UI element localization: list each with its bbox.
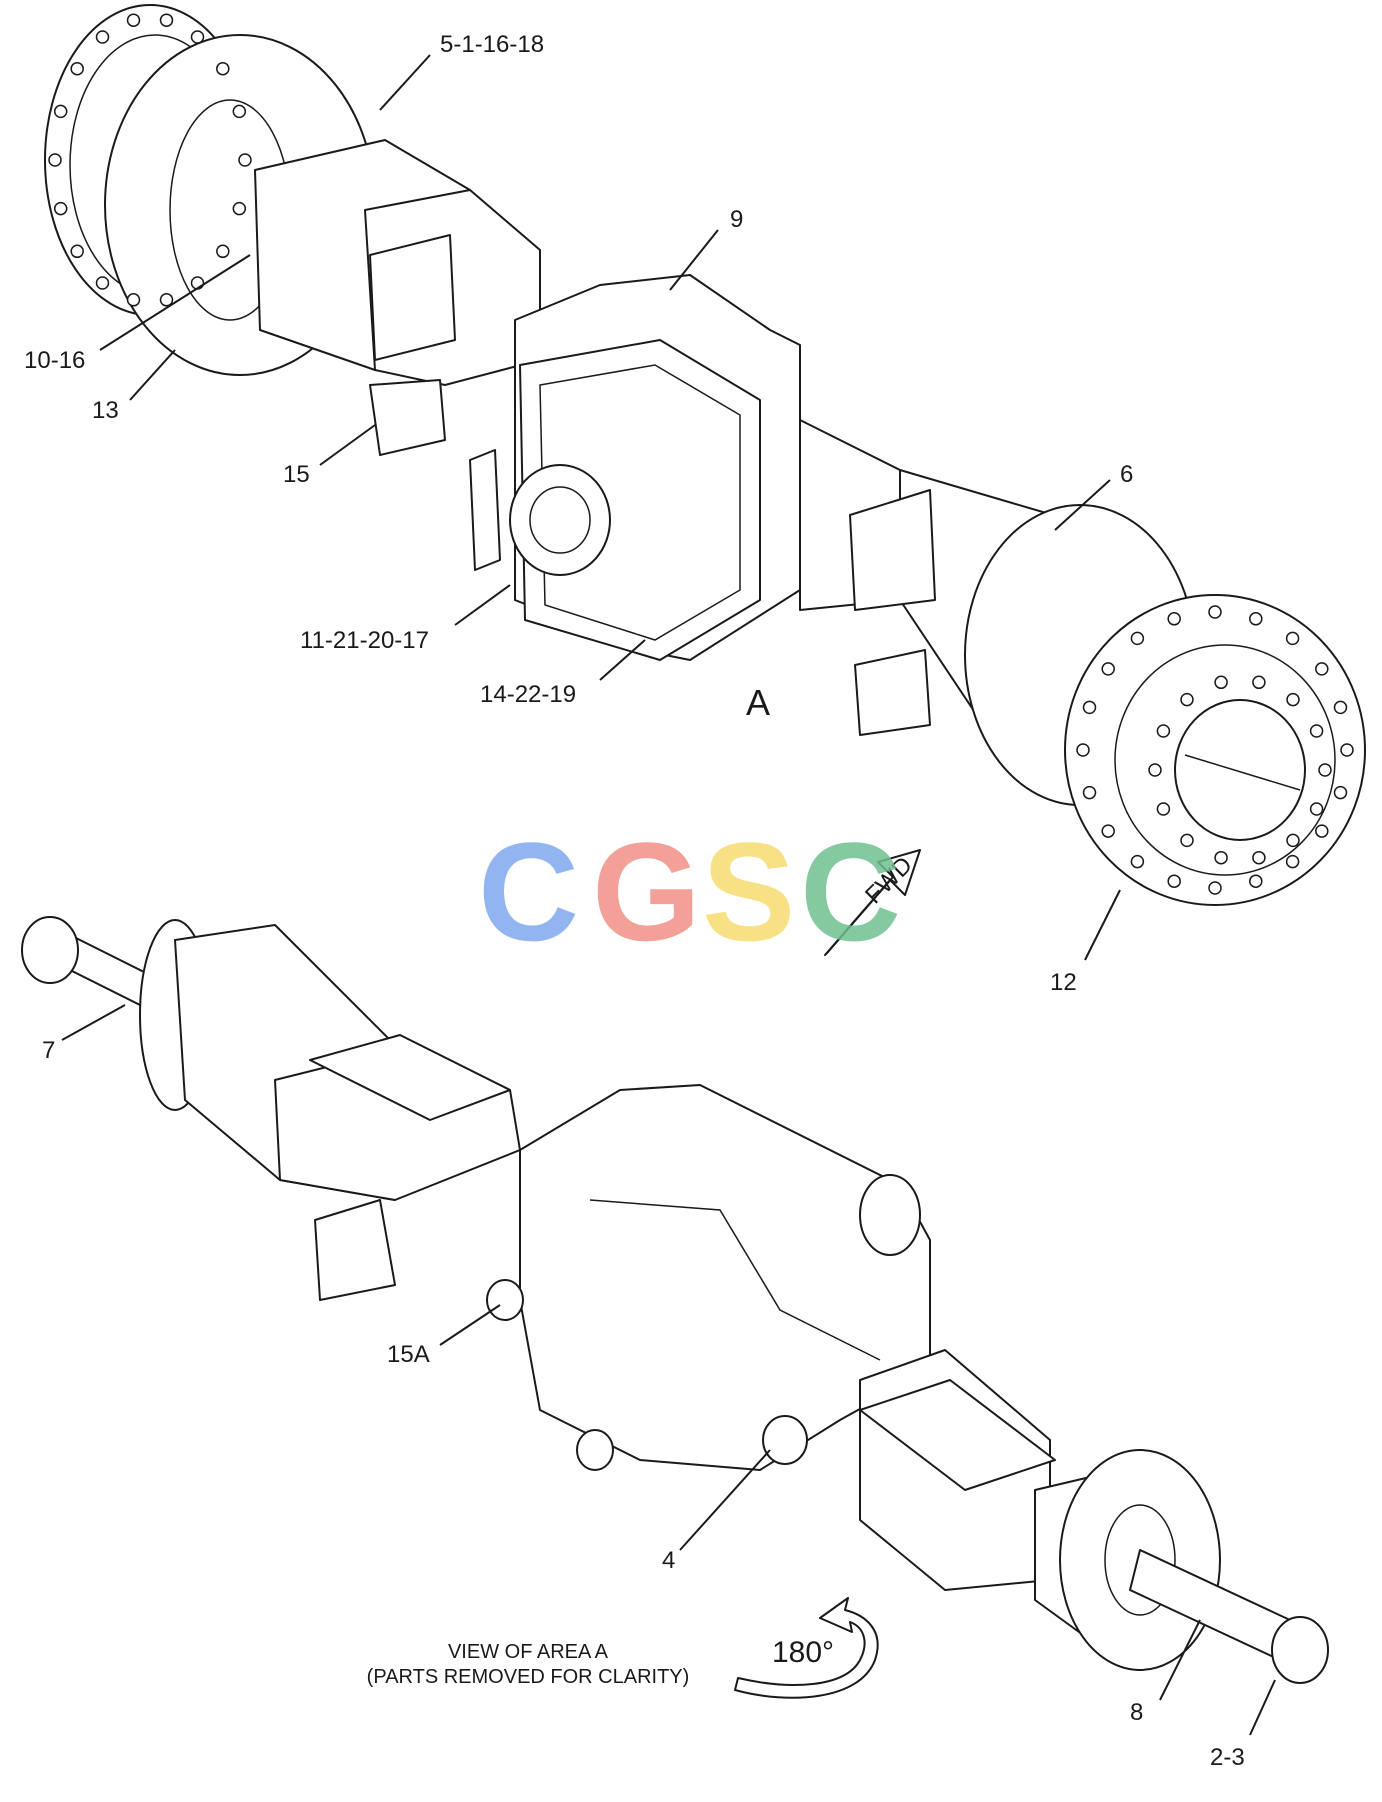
hub-bolt (1214, 675, 1228, 690)
hub-bolt (1214, 850, 1228, 865)
hub-bolt (1309, 802, 1324, 816)
hub-bolt (1286, 833, 1300, 848)
callout-12: 12 (1050, 969, 1077, 996)
drain-plug (762, 1415, 808, 1465)
rotate-arrow-icon (734, 1597, 879, 1699)
hub-bolt (1082, 700, 1097, 715)
differential-cover (519, 339, 761, 661)
breather (486, 1279, 524, 1321)
right-mount-pad (849, 489, 936, 611)
hub-bolt (1285, 631, 1300, 646)
hub-bolt (1180, 833, 1194, 848)
callout-7: 7 (42, 1037, 55, 1064)
hub-bolt (216, 61, 230, 76)
hub-bolt (53, 104, 68, 119)
view-note-line1: VIEW OF AREA A (448, 1641, 609, 1663)
watermark-c1: C (478, 813, 579, 970)
hub-bolt (232, 104, 247, 119)
hub-bolt (1315, 662, 1329, 676)
leader-lines (61, 54, 1276, 1736)
hub-bolt (1252, 675, 1266, 690)
watermark-c2: C (800, 813, 901, 970)
hub-bolt (1180, 692, 1194, 707)
hub-bolt (1252, 850, 1266, 865)
left-mount-pad (369, 234, 456, 361)
hub-bolt (1167, 612, 1181, 626)
hub-bolt (1333, 785, 1348, 800)
hub-bolt (126, 293, 141, 307)
hub-bolt (1130, 631, 1145, 646)
watermark: C G S C (478, 813, 901, 970)
hub-bolt (1082, 785, 1097, 800)
hub-bolt (1315, 824, 1329, 838)
left-splined-gear (21, 916, 79, 984)
hub-bolt (53, 201, 68, 216)
view-note-line2: (PARTS REMOVED FOR CLARITY) (367, 1666, 690, 1688)
hub-bolt (1249, 612, 1263, 626)
callout-5-1-16-18: 5-1-16-18 (440, 31, 544, 58)
callout-4: 4 (662, 1547, 675, 1574)
hub-bolt (1101, 824, 1115, 838)
callout-6: 6 (1120, 461, 1133, 488)
hub-bolt (1148, 763, 1162, 777)
hub-bolt (95, 276, 110, 290)
hub-bolt (1286, 692, 1300, 707)
hub-bolt (216, 244, 230, 259)
hub-bolt (1333, 700, 1348, 715)
callout-15: 15 (283, 461, 310, 488)
hub-bolt (1208, 605, 1222, 619)
left-mount-pad-lower (309, 1034, 511, 1121)
hub-bolt (159, 13, 174, 27)
left-bracket-lower (314, 1199, 396, 1301)
callout-15A: 15A (387, 1341, 430, 1368)
hub-bolt (1285, 854, 1300, 869)
right-mount-bracket (854, 649, 931, 736)
hub-bolt (1156, 724, 1171, 738)
pinion-yoke (509, 464, 611, 576)
callout-8: 8 (1130, 1699, 1143, 1726)
hub-bolt (1340, 743, 1354, 757)
sensor-bracket (469, 449, 501, 571)
callout-9: 9 (730, 206, 743, 233)
hub-bolt (1318, 763, 1332, 777)
rotation-label: 180° (772, 1636, 834, 1669)
callout-labels: 5-1-16-18 9 10-16 13 15 6 11-21-20-17 14… (24, 31, 1245, 1771)
rotation-indicator: 180° (734, 1597, 879, 1699)
area-label: A (746, 682, 770, 723)
right-splined-gear (1271, 1616, 1329, 1684)
hub-bolt (1130, 854, 1145, 869)
pinion-seal (859, 1174, 921, 1256)
callout-14-22-19: 14-22-19 (480, 681, 576, 708)
hub-bolt (126, 13, 141, 27)
callout-11-21-20-17: 11-21-20-17 (300, 627, 429, 654)
callout-10-16: 10-16 (24, 347, 85, 374)
right-mount-pad-lower (859, 1379, 1056, 1491)
hub-bolt (1249, 874, 1263, 888)
lower-axle-assembly (21, 916, 1329, 1684)
watermark-s: S (702, 813, 795, 970)
callout-13: 13 (92, 397, 119, 424)
hub-bolt (1101, 662, 1115, 676)
hub-bolt (70, 61, 84, 76)
hub-bolt (159, 293, 174, 307)
hub-bolt (238, 153, 252, 167)
upper-axle-assembly (44, 4, 1366, 906)
left-mount-bracket (369, 379, 446, 456)
watermark-g: G (592, 813, 701, 970)
hub-bolt (190, 30, 205, 44)
hub-bolt (1208, 881, 1222, 895)
hub-bolt (1076, 743, 1090, 757)
hub-bolt (48, 153, 62, 167)
hub-bolt (70, 244, 84, 259)
view-note: VIEW OF AREA A (PARTS REMOVED FOR CLARIT… (367, 1641, 690, 1688)
hub-bolt (1156, 802, 1171, 816)
hub-bolt (1309, 724, 1324, 738)
right-hub-cap (1174, 699, 1306, 841)
hub-bolt (232, 201, 247, 216)
callout-2-3: 2-3 (1210, 1744, 1245, 1771)
hub-bolt (1167, 874, 1181, 888)
hub-bolt (95, 30, 110, 44)
